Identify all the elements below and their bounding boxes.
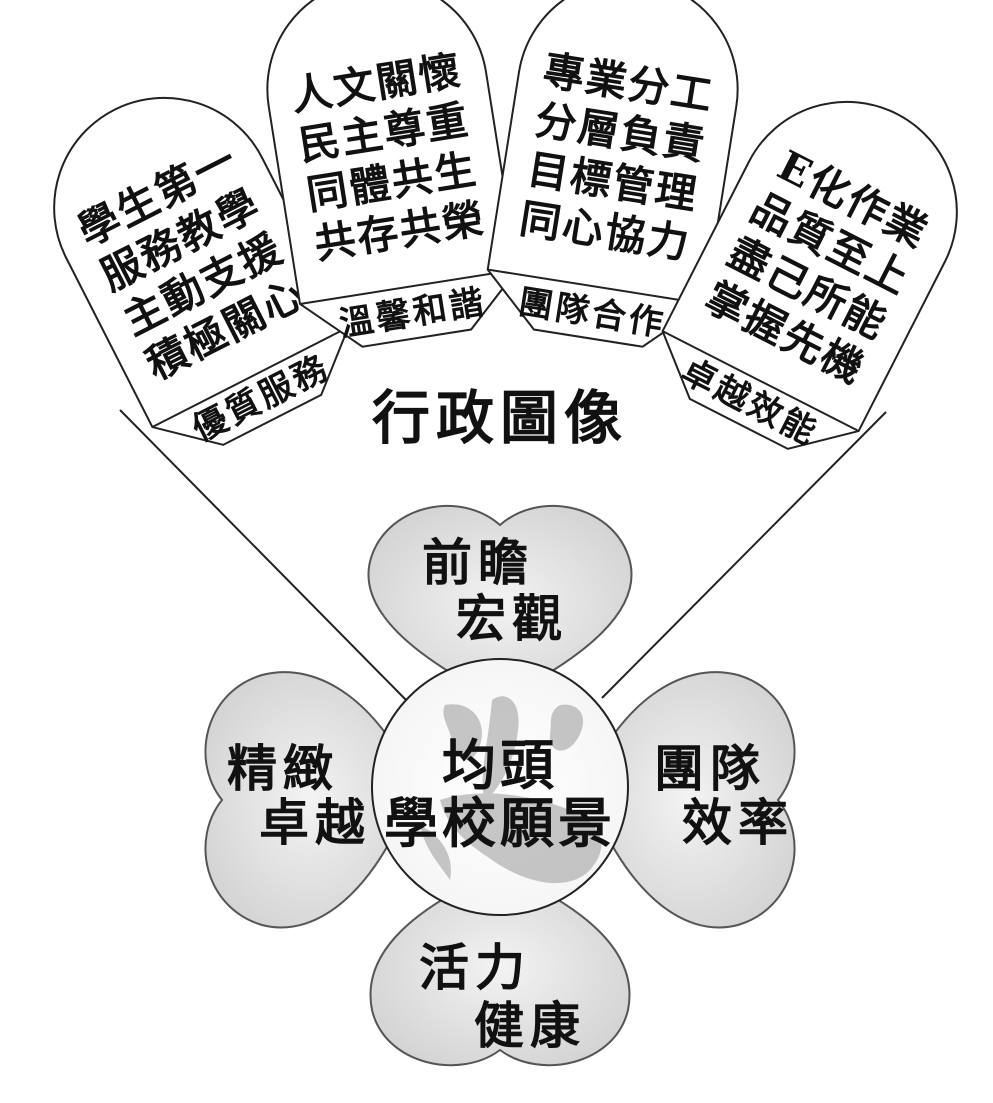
card-divider bbox=[487, 268, 706, 305]
connector-line-right bbox=[601, 411, 887, 699]
center-text-line-2: 學校願景 bbox=[384, 791, 616, 855]
petal-bottom-line-1: 活力 bbox=[419, 938, 531, 997]
card-shape bbox=[266, 0, 519, 348]
card-teamwork: 專業分工 分層負責 目標管理 同心協力 團隊合作 bbox=[486, 0, 739, 348]
petal-right-line-1: 團隊 bbox=[654, 739, 766, 798]
petal-right-line-2: 效率 bbox=[682, 793, 794, 852]
petal-bottom-line-2: 健康 bbox=[474, 996, 586, 1055]
center-text-line-1: 均頭 bbox=[442, 733, 558, 797]
vision-clover: 均頭 學校願景 前瞻 宏觀 精緻 卓越 團隊 效率 活力 健康 bbox=[204, 504, 796, 1067]
card-divider bbox=[151, 326, 349, 428]
card-divider bbox=[662, 330, 860, 432]
card-shape bbox=[661, 100, 958, 450]
petal-right bbox=[583, 671, 796, 929]
petal-top-line-1: 前瞻 bbox=[422, 533, 534, 592]
petal-left bbox=[204, 671, 417, 929]
card-excellence: E化作業 品質至上 盡己所能 掌握先機 卓越效能 bbox=[661, 100, 958, 454]
card-divider bbox=[299, 268, 518, 305]
petal-left-line-1: 精緻 bbox=[227, 739, 339, 798]
petal-left-line-2: 卓越 bbox=[259, 793, 371, 852]
card-shape bbox=[53, 96, 350, 446]
card-service: 學生第一 服務教學 主動支援 積極關心 優質服務 bbox=[53, 96, 350, 450]
calligraphy-watermark-icon bbox=[420, 696, 602, 884]
connector-lines bbox=[119, 409, 887, 703]
petal-top bbox=[367, 504, 633, 702]
diagram-title: 行政圖像 bbox=[372, 384, 628, 452]
petal-bottom bbox=[369, 868, 631, 1067]
connector-line-left bbox=[119, 409, 409, 703]
card-shape bbox=[486, 0, 739, 348]
petal-top-line-2: 宏觀 bbox=[456, 589, 568, 648]
